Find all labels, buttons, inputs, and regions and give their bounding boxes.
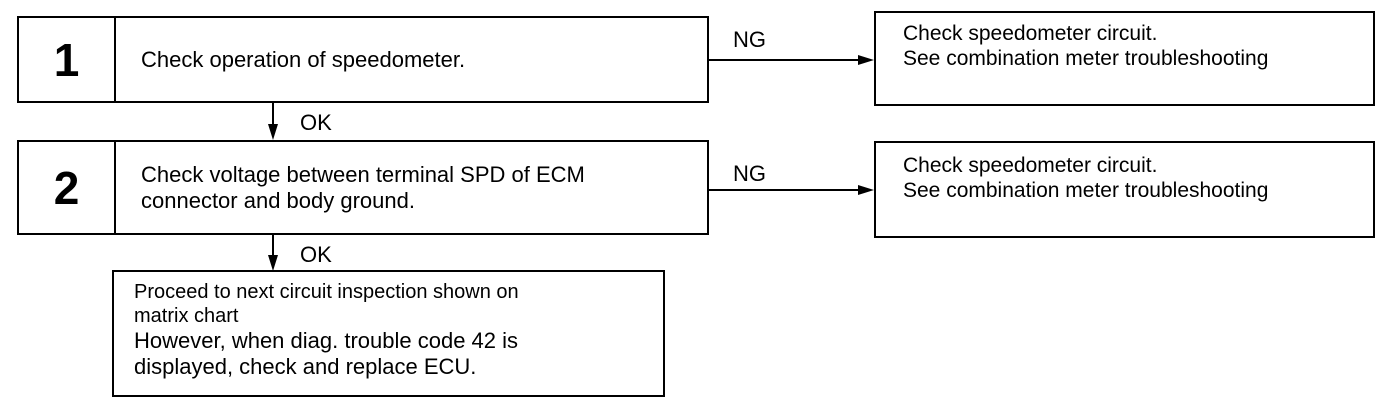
step-1-ok-label: OK	[300, 110, 332, 135]
ok-arrowhead-1	[268, 124, 278, 140]
step-1-number: 1	[19, 18, 116, 101]
step-2-box: 2 Check voltage between terminal SPD of …	[17, 140, 709, 235]
step-2-ng-result-line: Check speedometer circuit.	[903, 154, 1158, 177]
step-2-ng-label: NG	[733, 161, 766, 186]
ng-arrowhead-1	[858, 55, 874, 65]
step-1-ng-result-line: Check speedometer circuit.	[903, 22, 1158, 45]
step-2-number: 2	[19, 142, 116, 233]
step-2-line: connector and body ground.	[141, 187, 415, 213]
final-line: matrix chart	[134, 305, 239, 327]
final-line: However, when diag. trouble code 42 is	[134, 328, 519, 353]
final-instruction-box: Proceed to next circuit inspection shown…	[112, 270, 665, 397]
step-2-line: Check voltage between terminal SPD of EC…	[141, 161, 585, 187]
step-1-ng-label: NG	[733, 27, 766, 52]
step-1-text: Check operation of speedometer.	[116, 18, 707, 101]
ok-arrowhead-2	[268, 255, 278, 271]
step-2-ok-label: OK	[300, 242, 332, 267]
step-1-ng-result-box: Check speedometer circuit. See combinati…	[874, 11, 1375, 106]
step-2-ng-result-line: See combination meter troubleshooting	[903, 179, 1269, 202]
step-1-box: 1 Check operation of speedometer.	[17, 16, 709, 103]
step-1-ng-result-line: See combination meter troubleshooting	[903, 47, 1269, 70]
step-2-text: Check voltage between terminal SPD of EC…	[116, 142, 707, 233]
final-line: displayed, check and replace ECU.	[134, 354, 477, 379]
ng-arrowhead-2	[858, 185, 874, 195]
final-line: Proceed to next circuit inspection shown…	[134, 281, 519, 303]
step-2-ng-result-box: Check speedometer circuit. See combinati…	[874, 141, 1375, 238]
step-1-line: Check operation of speedometer.	[141, 46, 466, 72]
